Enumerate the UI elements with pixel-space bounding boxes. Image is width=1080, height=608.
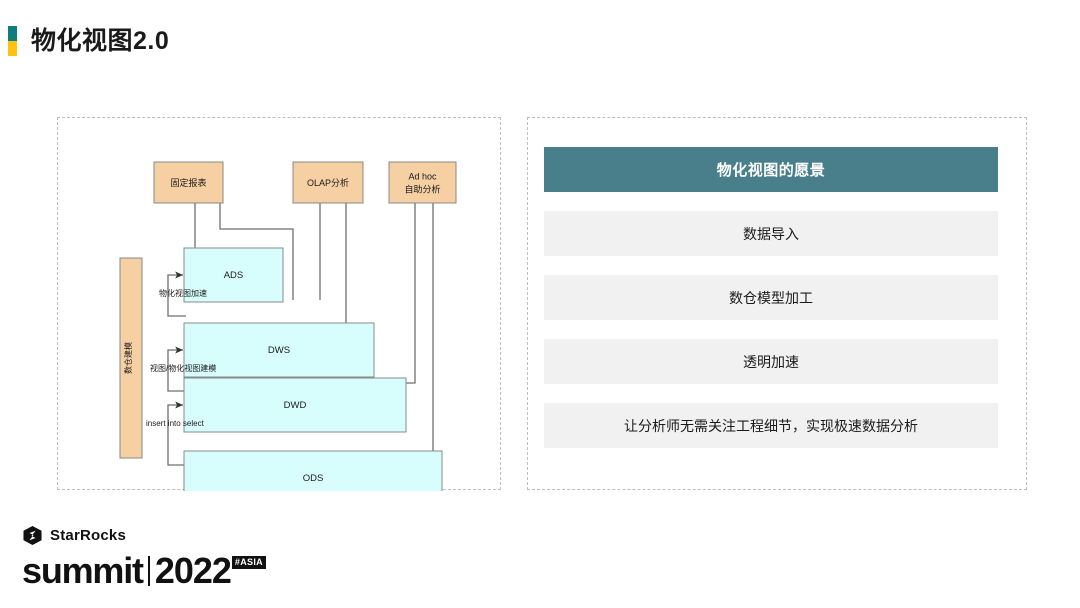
- node-ad-hoc-label-line2: 自助分析: [404, 183, 440, 194]
- node-ads: [183, 247, 284, 303]
- starrocks-logo-icon: [23, 525, 42, 545]
- edge-label-insert-into-select: insert into select: [146, 419, 205, 428]
- node-ad-hoc: [388, 161, 457, 204]
- vision-item-analyst-goal: 让分析师无需关注工程细节，实现极速数据分析: [544, 403, 998, 448]
- node-ad-hoc-label-line1: Ad hoc: [408, 171, 437, 181]
- data-warehouse-flow-diagram: 数仓建模 固定报表 OLAP分析 Ad hoc 自助分析 ADS DWS DWD…: [119, 161, 457, 491]
- accent-segment-yellow: [8, 41, 17, 56]
- summit-logo-row: summit 2022 #ASIA: [22, 549, 266, 589]
- node-ods-label: ODS: [303, 473, 324, 484]
- node-dws-label: DWS: [268, 345, 290, 356]
- vision-item-warehouse-modeling: 数仓模型加工: [544, 275, 998, 320]
- footer-branding: StarRocks summit 2022 #ASIA: [22, 524, 352, 592]
- summit-divider: [147, 556, 150, 586]
- node-olap-analysis-label: OLAP分析: [307, 177, 349, 188]
- vision-item-transparent-acceleration: 透明加速: [544, 339, 998, 384]
- node-olap-analysis: [292, 161, 364, 204]
- side-bar-label: 数仓建模: [123, 342, 133, 374]
- architecture-diagram-panel: 数仓建模 固定报表 OLAP分析 Ad hoc 自助分析 ADS DWS DWD…: [57, 117, 501, 491]
- side-bar-data-warehouse-modeling: [119, 257, 143, 459]
- edge-label-view-mv-modeling: 视图/物化视图建模: [150, 363, 216, 373]
- node-dwd-label: DWD: [284, 400, 307, 411]
- connector-ods-to-dwd: [167, 401, 186, 466]
- vision-header: 物化视图的愿景: [544, 147, 998, 192]
- vision-list: 物化视图的愿景 数据导入 数仓模型加工 透明加速 让分析师无需关注工程细节，实现…: [544, 147, 998, 448]
- page-header: 物化视图2.0: [0, 16, 1080, 60]
- starrocks-wordmark: StarRocks: [50, 526, 127, 544]
- page-title: 物化视图2.0: [31, 27, 170, 55]
- connector-dwd-to-dws: [167, 346, 186, 392]
- node-dws: [183, 322, 375, 378]
- node-ads-label: ADS: [224, 270, 244, 281]
- connector-dws-to-ads: [167, 271, 186, 317]
- connector-dws-to-fixed-report: [216, 186, 294, 300]
- edge-label-mv-accelerate: 物化视图加速: [159, 288, 207, 298]
- summit-region-badge: #ASIA: [231, 556, 266, 569]
- node-dwd: [183, 377, 407, 433]
- node-fixed-report-label: 固定报表: [170, 177, 206, 188]
- summit-year: 2022: [154, 550, 232, 591]
- node-ods: [183, 450, 443, 491]
- starrocks-logo-row: StarRocks: [22, 524, 126, 546]
- vision-item-data-ingestion: 数据导入: [544, 211, 998, 256]
- vision-panel: 物化视图的愿景 数据导入 数仓模型加工 透明加速 让分析师无需关注工程细节，实现…: [527, 117, 1027, 490]
- summit-wordmark: summit: [22, 550, 144, 591]
- title-accent-bar: [8, 26, 17, 56]
- node-fixed-report: [153, 161, 224, 204]
- accent-segment-teal: [8, 26, 17, 41]
- connector-dwd-to-adhoc: [406, 186, 419, 384]
